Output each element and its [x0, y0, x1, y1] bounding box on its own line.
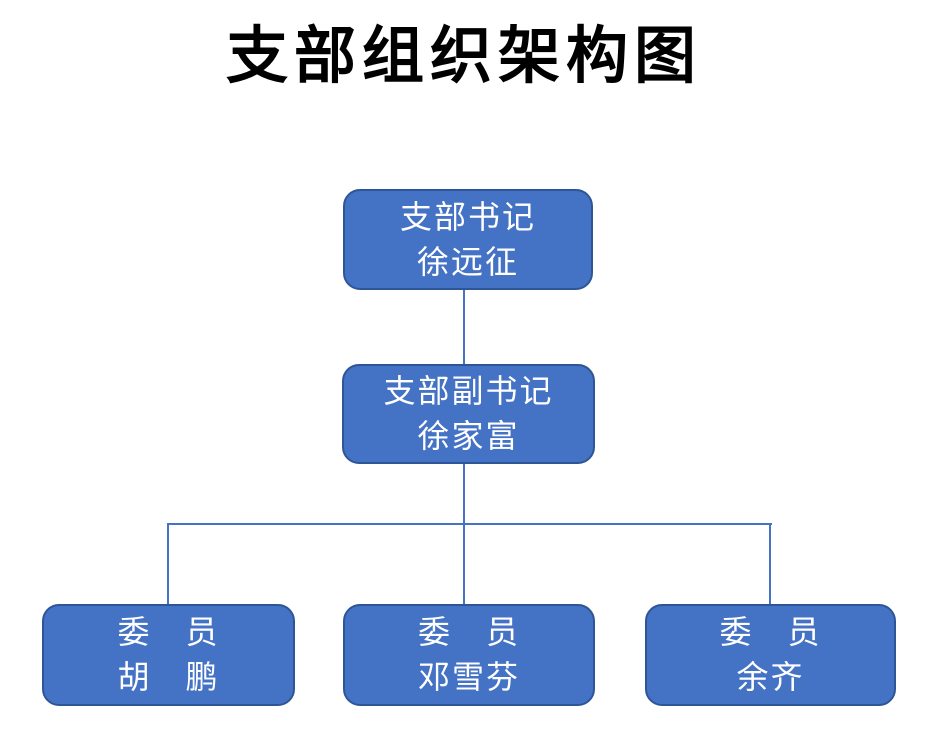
org-node-member-deng-xuefen: 委 员 邓雪芬 [343, 604, 595, 706]
connector-horizontal-rail [167, 523, 772, 525]
connector-drop-left-member [167, 524, 169, 604]
node-role: 委 员 [719, 614, 822, 650]
org-node-secretary: 支部书记 徐远征 [343, 189, 593, 290]
node-role: 支部副书记 [383, 373, 554, 409]
node-role: 委 员 [117, 614, 220, 650]
connector-deputy-to-rail-and-center-drop [463, 464, 465, 604]
node-name: 邓雪芬 [417, 659, 520, 695]
connector-secretary-to-deputy [463, 290, 465, 364]
org-node-member-yu-qi: 委 员 余齐 [645, 604, 896, 706]
node-role: 委 员 [417, 614, 520, 650]
page-title: 支部组织架构图 [225, 23, 702, 91]
org-node-member-hu-peng: 委 员 胡 鹏 [42, 604, 295, 706]
connector-drop-right-member [769, 524, 771, 604]
node-name: 胡 鹏 [117, 659, 220, 695]
node-name: 徐家富 [417, 418, 520, 454]
node-role: 支部书记 [399, 198, 536, 235]
node-name: 徐远征 [416, 243, 519, 280]
org-node-deputy-secretary: 支部副书记 徐家富 [342, 364, 595, 464]
node-name: 余齐 [736, 659, 805, 695]
